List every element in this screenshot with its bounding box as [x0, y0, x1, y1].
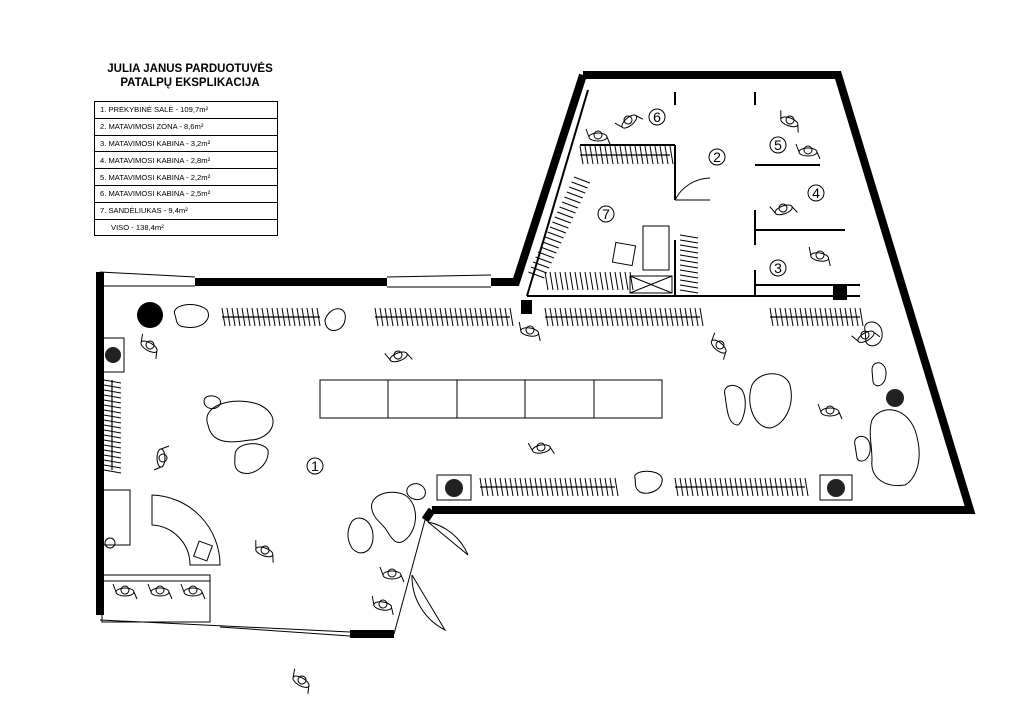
room-number-3: 3	[769, 259, 787, 277]
decor	[101, 302, 904, 501]
room-number-4: 4	[807, 184, 825, 202]
svg-text:1: 1	[311, 458, 319, 474]
legend-total: VISO - 138,4m²	[94, 218, 278, 237]
clothing-racks	[103, 145, 864, 497]
svg-text:6: 6	[653, 109, 661, 125]
pebble-furniture	[173, 304, 920, 554]
room-number-6: 6	[648, 108, 666, 126]
svg-text:3: 3	[774, 260, 782, 276]
plan-title: JULIA JANUS PARDUOTUVĖS PATALPŲ EKSPLIKA…	[80, 62, 300, 90]
storage-furniture	[611, 225, 673, 294]
entrance-door	[411, 521, 469, 632]
room-number-2: 2	[708, 148, 726, 166]
room-number-7: 7	[597, 205, 615, 223]
room-numbers: 1 2 3 4 5 6 7	[306, 108, 825, 475]
plan-title-line2: PATALPŲ EKSPLIKACIJA	[120, 77, 260, 89]
svg-text:5: 5	[774, 137, 782, 153]
people-markers	[112, 110, 881, 694]
room-explication-table: 1. PREKYBINĖ SALĖ - 109,7m² 2. MATAVIMOS…	[94, 101, 278, 237]
svg-text:4: 4	[812, 185, 820, 201]
room-number-1: 1	[306, 457, 324, 475]
cash-counter	[100, 489, 221, 623]
exterior-walls	[96, 71, 976, 638]
windows	[99, 271, 492, 637]
room-number-5: 5	[769, 136, 787, 154]
svg-text:2: 2	[713, 149, 721, 165]
plan-title-line1: JULIA JANUS PARDUOTUVĖS	[107, 63, 273, 75]
interior-partitions	[521, 89, 860, 314]
central-display-table	[319, 379, 663, 419]
svg-text:7: 7	[602, 206, 610, 222]
